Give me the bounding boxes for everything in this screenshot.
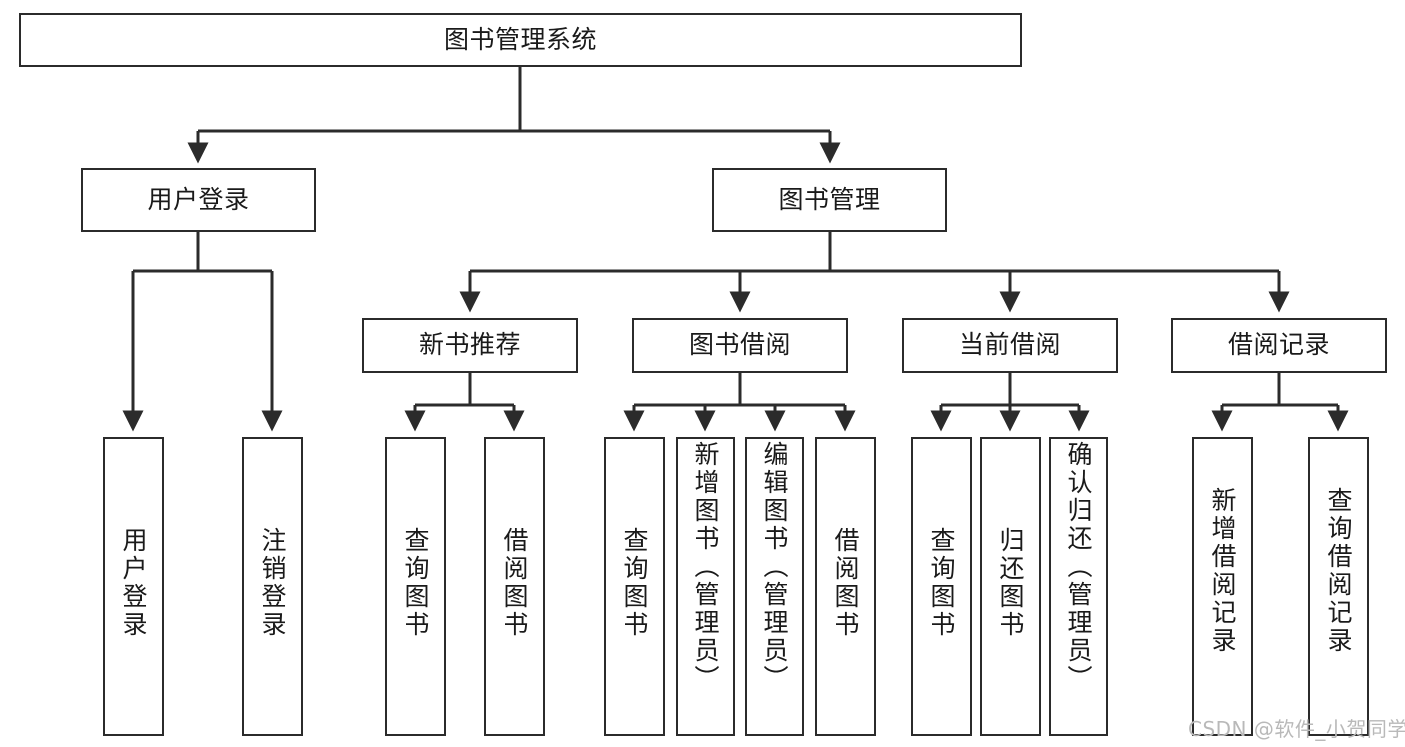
node-leaf-logout[interactable]: 注销登录: [242, 437, 303, 736]
node-root[interactable]: 图书管理系统: [19, 13, 1022, 67]
node-book-borrow[interactable]: 图书借阅: [632, 318, 848, 373]
node-leaf-query-borrow-record-label: 查询借阅记录: [1324, 487, 1353, 655]
node-borrow-record[interactable]: 借阅记录: [1171, 318, 1387, 373]
node-current-borrow-label: 当前借阅: [958, 330, 1061, 360]
node-borrow-record-label: 借阅记录: [1227, 330, 1330, 360]
node-leaf-user-login[interactable]: 用户登录: [103, 437, 164, 736]
node-leaf-query-book-cb[interactable]: 查询图书: [911, 437, 972, 736]
node-current-borrow[interactable]: 当前借阅: [902, 318, 1118, 373]
node-leaf-user-login-label: 用户登录: [119, 527, 148, 639]
node-leaf-confirm-return-admin[interactable]: 确认归还（管理员）: [1049, 437, 1108, 736]
node-leaf-query-book-nb-label: 查询图书: [401, 527, 430, 639]
node-leaf-query-book-nb[interactable]: 查询图书: [385, 437, 446, 736]
node-book-manage[interactable]: 图书管理: [712, 168, 947, 232]
node-leaf-confirm-return-admin-label: 确认归还（管理员）: [1064, 441, 1093, 693]
node-leaf-return-book[interactable]: 归还图书: [980, 437, 1041, 736]
node-leaf-add-borrow-record[interactable]: 新增借阅记录: [1192, 437, 1253, 736]
node-book-borrow-label: 图书借阅: [688, 330, 791, 360]
node-leaf-edit-book-admin-label: 编辑图书（管理员）: [760, 441, 789, 693]
node-user-login[interactable]: 用户登录: [81, 168, 316, 232]
node-leaf-add-book-admin-label: 新增图书（管理员）: [691, 441, 720, 693]
node-leaf-borrow-book-bb[interactable]: 借阅图书: [815, 437, 876, 736]
watermark: CSDN @软件_小贺同学: [1188, 717, 1405, 741]
node-book-manage-label: 图书管理: [778, 184, 881, 214]
node-leaf-query-borrow-record[interactable]: 查询借阅记录: [1308, 437, 1369, 736]
node-leaf-return-book-label: 归还图书: [996, 527, 1025, 639]
node-leaf-borrow-book-nb[interactable]: 借阅图书: [484, 437, 545, 736]
node-new-book-recommend[interactable]: 新书推荐: [362, 318, 578, 373]
node-leaf-logout-label: 注销登录: [258, 527, 287, 639]
node-leaf-query-book-bb-label: 查询图书: [620, 527, 649, 639]
node-leaf-add-borrow-record-label: 新增借阅记录: [1208, 487, 1237, 655]
node-leaf-add-book-admin[interactable]: 新增图书（管理员）: [676, 437, 735, 736]
node-leaf-query-book-cb-label: 查询图书: [927, 527, 956, 639]
node-leaf-borrow-book-bb-label: 借阅图书: [831, 527, 860, 639]
node-new-book-recommend-label: 新书推荐: [418, 330, 521, 360]
node-leaf-borrow-book-nb-label: 借阅图书: [500, 527, 529, 639]
node-leaf-query-book-bb[interactable]: 查询图书: [604, 437, 665, 736]
node-root-label: 图书管理系统: [443, 24, 597, 54]
node-leaf-edit-book-admin[interactable]: 编辑图书（管理员）: [745, 437, 804, 736]
node-user-login-label: 用户登录: [147, 184, 250, 214]
